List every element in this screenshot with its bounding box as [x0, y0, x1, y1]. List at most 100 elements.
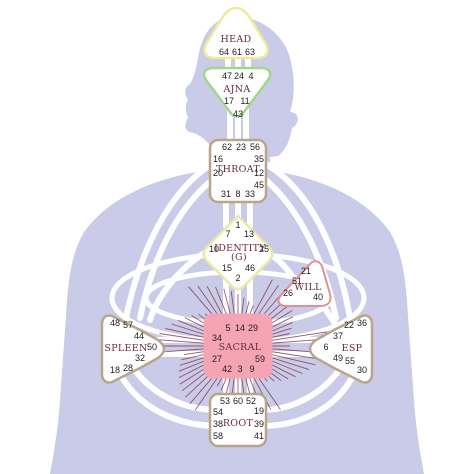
gate-61: 61 — [232, 47, 242, 57]
gate-64: 64 — [219, 47, 229, 57]
gate-22: 22 — [344, 320, 354, 330]
gate-62: 62 — [222, 142, 232, 152]
gate-48: 48 — [110, 318, 120, 328]
gate-6: 6 — [323, 342, 328, 352]
will-center-label: WILL — [294, 282, 322, 293]
gate-1: 1 — [235, 220, 240, 230]
gate-14: 14 — [235, 323, 245, 333]
gate-39: 39 — [254, 419, 264, 429]
channel-spleen-root-inner — [129, 363, 221, 413]
gate-38: 38 — [213, 419, 223, 429]
center-root: 53 60 52 54 19 ROOT 38 39 58 41 — [208, 392, 268, 448]
gate-42: 42 — [222, 364, 232, 374]
gate-28: 28 — [123, 363, 133, 373]
identity-center-label: IDENTITY — [214, 243, 266, 254]
center-spleen: 48 57 44 SPLEEN 50 32 28 18 — [100, 314, 166, 384]
throat-center-label: THROAT — [216, 164, 260, 175]
gate-23: 23 — [236, 142, 246, 152]
gate-56: 56 — [250, 142, 260, 152]
gate-9: 9 — [249, 364, 254, 374]
sacral-ray — [159, 333, 209, 342]
throat-center-shape — [208, 138, 268, 204]
channel-throat-spleen-outer — [123, 161, 215, 321]
gate-53: 53 — [220, 396, 230, 406]
gate-18: 18 — [110, 365, 120, 375]
center-esp: 36 22 37 ESP 6 49 55 30 — [308, 314, 374, 384]
gate-5: 5 — [225, 323, 230, 333]
gate-44: 44 — [134, 331, 144, 341]
sacral-ray — [265, 355, 310, 371]
gate-27: 27 — [212, 354, 222, 364]
gate-13: 13 — [244, 229, 254, 239]
gate-20: 20 — [213, 168, 223, 178]
gate-8: 8 — [235, 189, 240, 199]
gate-52: 52 — [246, 396, 256, 406]
esp-center-label: ESP — [342, 343, 363, 354]
spleen-center-label: SPLEEN — [104, 343, 147, 354]
gate-32: 32 — [135, 353, 145, 363]
gate-16: 16 — [213, 154, 223, 164]
gate-37: 37 — [333, 331, 343, 341]
gate-58: 58 — [213, 431, 223, 441]
gate-30: 30 — [357, 365, 367, 375]
gate-17: 17 — [224, 96, 234, 106]
gate-31: 31 — [221, 189, 231, 199]
gate-2: 2 — [235, 273, 240, 283]
gate-36: 36 — [357, 318, 367, 328]
center-identity: 1 7 13 10 IDENTITY 25 (G) 15 46 2 — [202, 214, 274, 291]
sacral-ray — [154, 338, 209, 344]
gate-21: 21 — [301, 266, 311, 276]
sacral-center-label: SACRAL — [219, 342, 262, 353]
gate-59: 59 — [255, 354, 265, 364]
sacral-ray — [165, 327, 210, 340]
head-center-shape — [203, 6, 269, 60]
gate-10: 10 — [209, 244, 219, 254]
gate-49: 49 — [333, 353, 343, 363]
ajna-center-label: AJNA — [222, 84, 250, 95]
center-head: HEAD 64 61 63 — [203, 6, 269, 60]
gate-26: 26 — [283, 288, 293, 298]
gate-12: 12 — [254, 168, 264, 178]
identity-center-sublabel: (G) — [231, 252, 247, 263]
gate-47: 47 — [222, 71, 232, 81]
sacral-center-shape — [203, 313, 273, 379]
gate-4: 4 — [248, 71, 253, 81]
gate-51: 51 — [292, 276, 302, 286]
center-will: 21 51 WILL 26 40 — [277, 260, 332, 307]
gate-19: 19 — [254, 406, 264, 416]
channel-esp-root-outer — [259, 371, 357, 429]
gate-35: 35 — [254, 154, 264, 164]
channel-throat-esp-outer — [263, 161, 353, 321]
channel-spleen-root-outer — [117, 371, 221, 429]
spleen-center-shape — [100, 314, 166, 384]
gate-7: 7 — [225, 229, 230, 239]
gate-15: 15 — [222, 263, 232, 273]
head-center-label: HEAD — [221, 34, 252, 45]
gate-60: 60 — [233, 396, 243, 406]
sacral-ray — [267, 331, 328, 342]
gate-11: 11 — [240, 96, 249, 106]
gate-63: 63 — [245, 47, 255, 57]
center-ajna: 47 24 4 AJNA 17 11 43 — [202, 66, 272, 119]
esp-center-shape — [308, 314, 374, 384]
gate-24: 24 — [234, 71, 244, 81]
gate-57: 57 — [123, 320, 133, 330]
root-center-shape — [208, 392, 268, 448]
gate-40: 40 — [313, 292, 323, 302]
ajna-center-shape — [202, 66, 272, 118]
gate-3: 3 — [237, 364, 242, 374]
gate-25: 25 — [259, 244, 269, 254]
gate-50: 50 — [147, 342, 157, 352]
identity-center-shape — [202, 214, 274, 291]
sacral-ray — [267, 350, 322, 360]
root-center-label: ROOT — [223, 418, 254, 429]
center-throat: 62 23 56 16 35 THROAT 20 12 45 31 8 33 — [208, 138, 268, 204]
gate-29: 29 — [248, 323, 258, 333]
gate-55: 55 — [345, 356, 355, 366]
gate-34: 34 — [212, 333, 222, 343]
gate-45: 45 — [254, 180, 264, 190]
gate-33: 33 — [245, 189, 255, 199]
gate-46: 46 — [245, 263, 255, 273]
center-sacral: 5 14 29 34 SACRAL 27 59 42 3 9 — [203, 313, 273, 379]
